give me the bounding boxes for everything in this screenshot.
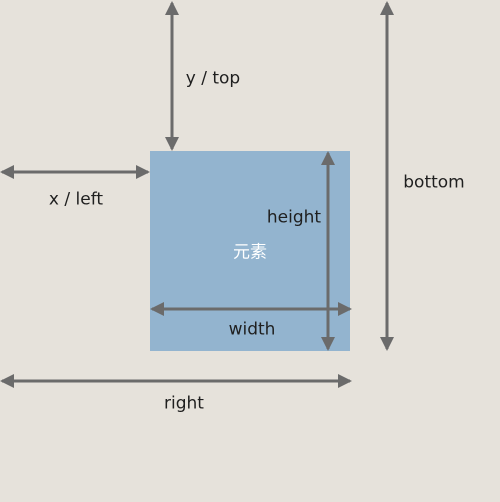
right-label: right (164, 393, 204, 414)
left-label: x / left (48, 189, 104, 210)
height-label: height (266, 207, 322, 228)
bottom-label: bottom (403, 172, 465, 193)
element-box (150, 151, 350, 351)
width-label: width (228, 319, 276, 340)
element-label: 元素 (233, 242, 267, 263)
top-label: y / top (185, 68, 241, 89)
